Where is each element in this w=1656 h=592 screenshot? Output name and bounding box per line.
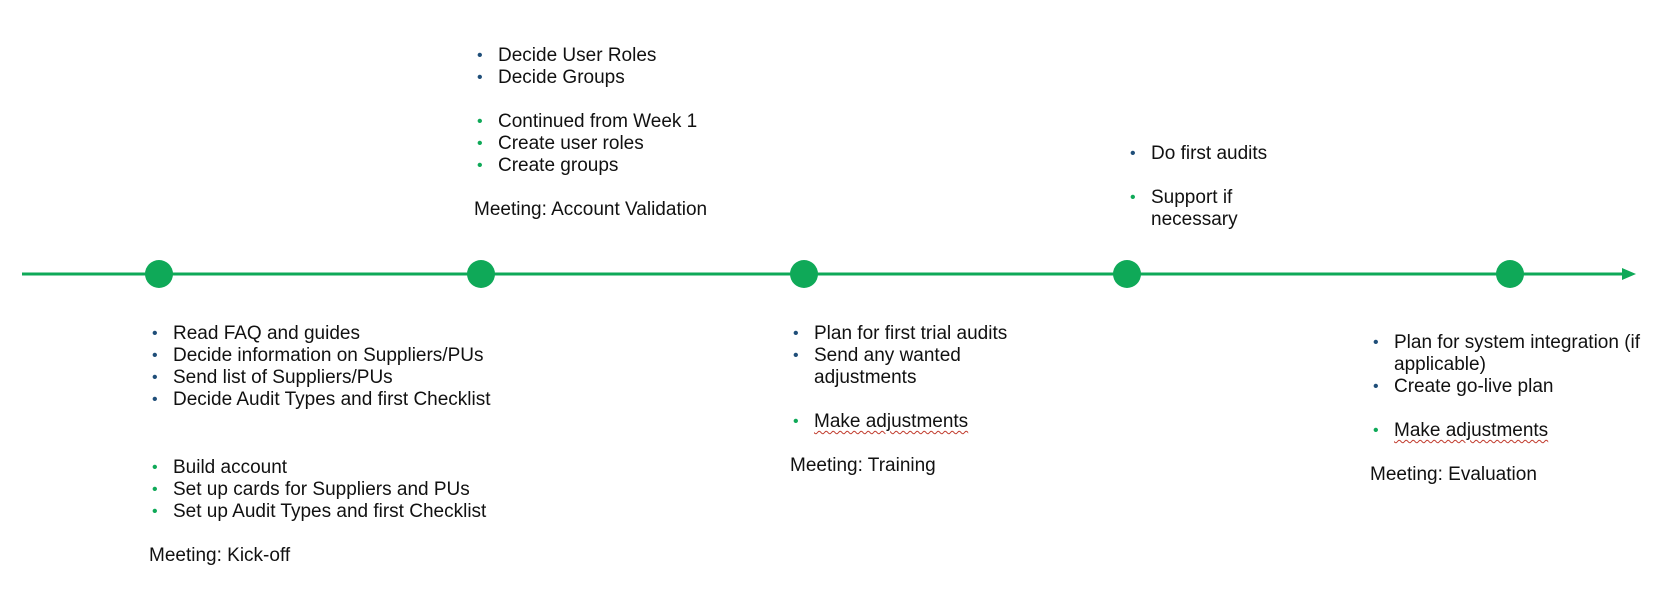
task-item: •Set up cards for Suppliers and PUs xyxy=(152,479,470,500)
bullet-icon: • xyxy=(477,69,483,86)
task-item: •Do first audits xyxy=(1130,143,1268,164)
bullet-icon: • xyxy=(152,391,158,408)
task-item: •Decide Audit Types and first Checklist xyxy=(152,389,491,410)
task-item: •Decide User Roles xyxy=(477,45,657,66)
task-item: •Continued from Week 1 xyxy=(477,111,698,132)
bullet-icon: • xyxy=(477,135,483,152)
milestone-3-tasks: •Plan for first trial audits •Send any w… xyxy=(790,323,1040,477)
task-item: •Create user roles xyxy=(477,133,644,154)
bullet-icon: • xyxy=(152,459,158,476)
task-item: •Decide Groups xyxy=(477,67,625,88)
milestone-node-1 xyxy=(145,260,173,288)
meeting-label: Meeting: Evaluation xyxy=(1370,464,1537,485)
milestone-5-tasks: •Plan for system integration (if applica… xyxy=(1370,332,1652,486)
task-item: • Make adjustments xyxy=(790,411,1040,433)
task-item: •Build account xyxy=(152,457,288,478)
task-item: •Create go-live plan xyxy=(1373,376,1554,397)
milestone-node-5 xyxy=(1496,260,1524,288)
milestone-2-tasks: •Decide User Roles •Decide Groups •Conti… xyxy=(474,45,707,221)
spellcheck-underlined-text: Make adjustments xyxy=(1394,420,1549,441)
milestone-node-3 xyxy=(790,260,818,288)
bullet-icon: • xyxy=(793,413,799,430)
milestone-node-2 xyxy=(467,260,495,288)
bullet-icon: • xyxy=(1373,378,1379,395)
spellcheck-underlined-text: Make adjustments xyxy=(814,411,969,432)
meeting-label: Meeting: Account Validation xyxy=(474,199,708,220)
task-item: •Plan for system integration (if applica… xyxy=(1373,332,1641,375)
bullet-icon: • xyxy=(793,325,799,342)
milestone-4-tasks: •Do first audits •Support if necessary xyxy=(1127,143,1287,231)
task-item: •Support if necessary xyxy=(1130,187,1238,230)
meeting-label: Meeting: Kick-off xyxy=(149,545,291,566)
bullet-icon: • xyxy=(477,157,483,174)
milestone-1-tasks: •Read FAQ and guides •Decide information… xyxy=(149,323,491,567)
task-item: •Send list of Suppliers/PUs xyxy=(152,367,393,388)
task-item: •Set up Audit Types and first Checklist xyxy=(152,501,487,522)
bullet-icon: • xyxy=(1130,189,1136,206)
task-item: •Decide information on Suppliers/PUs xyxy=(152,345,484,366)
task-item: •Read FAQ and guides xyxy=(152,323,360,344)
bullet-icon: • xyxy=(477,113,483,130)
task-item: •Create groups xyxy=(477,155,619,176)
bullet-icon: • xyxy=(152,325,158,342)
milestone-node-4 xyxy=(1113,260,1141,288)
bullet-icon: • xyxy=(1130,145,1136,162)
bullet-icon: • xyxy=(1373,334,1379,351)
bullet-icon: • xyxy=(1373,422,1379,439)
timeline-arrowhead xyxy=(1622,268,1636,280)
task-item: • Make adjustments xyxy=(1370,420,1652,442)
bullet-icon: • xyxy=(477,47,483,64)
task-item: •Send any wanted adjustments xyxy=(793,345,961,388)
meeting-label: Meeting: Training xyxy=(790,455,936,476)
bullet-icon: • xyxy=(152,481,158,498)
bullet-icon: • xyxy=(793,347,799,364)
bullet-icon: • xyxy=(152,347,158,364)
bullet-icon: • xyxy=(152,369,158,386)
bullet-icon: • xyxy=(152,503,158,520)
task-item: •Plan for first trial audits xyxy=(793,323,1008,344)
